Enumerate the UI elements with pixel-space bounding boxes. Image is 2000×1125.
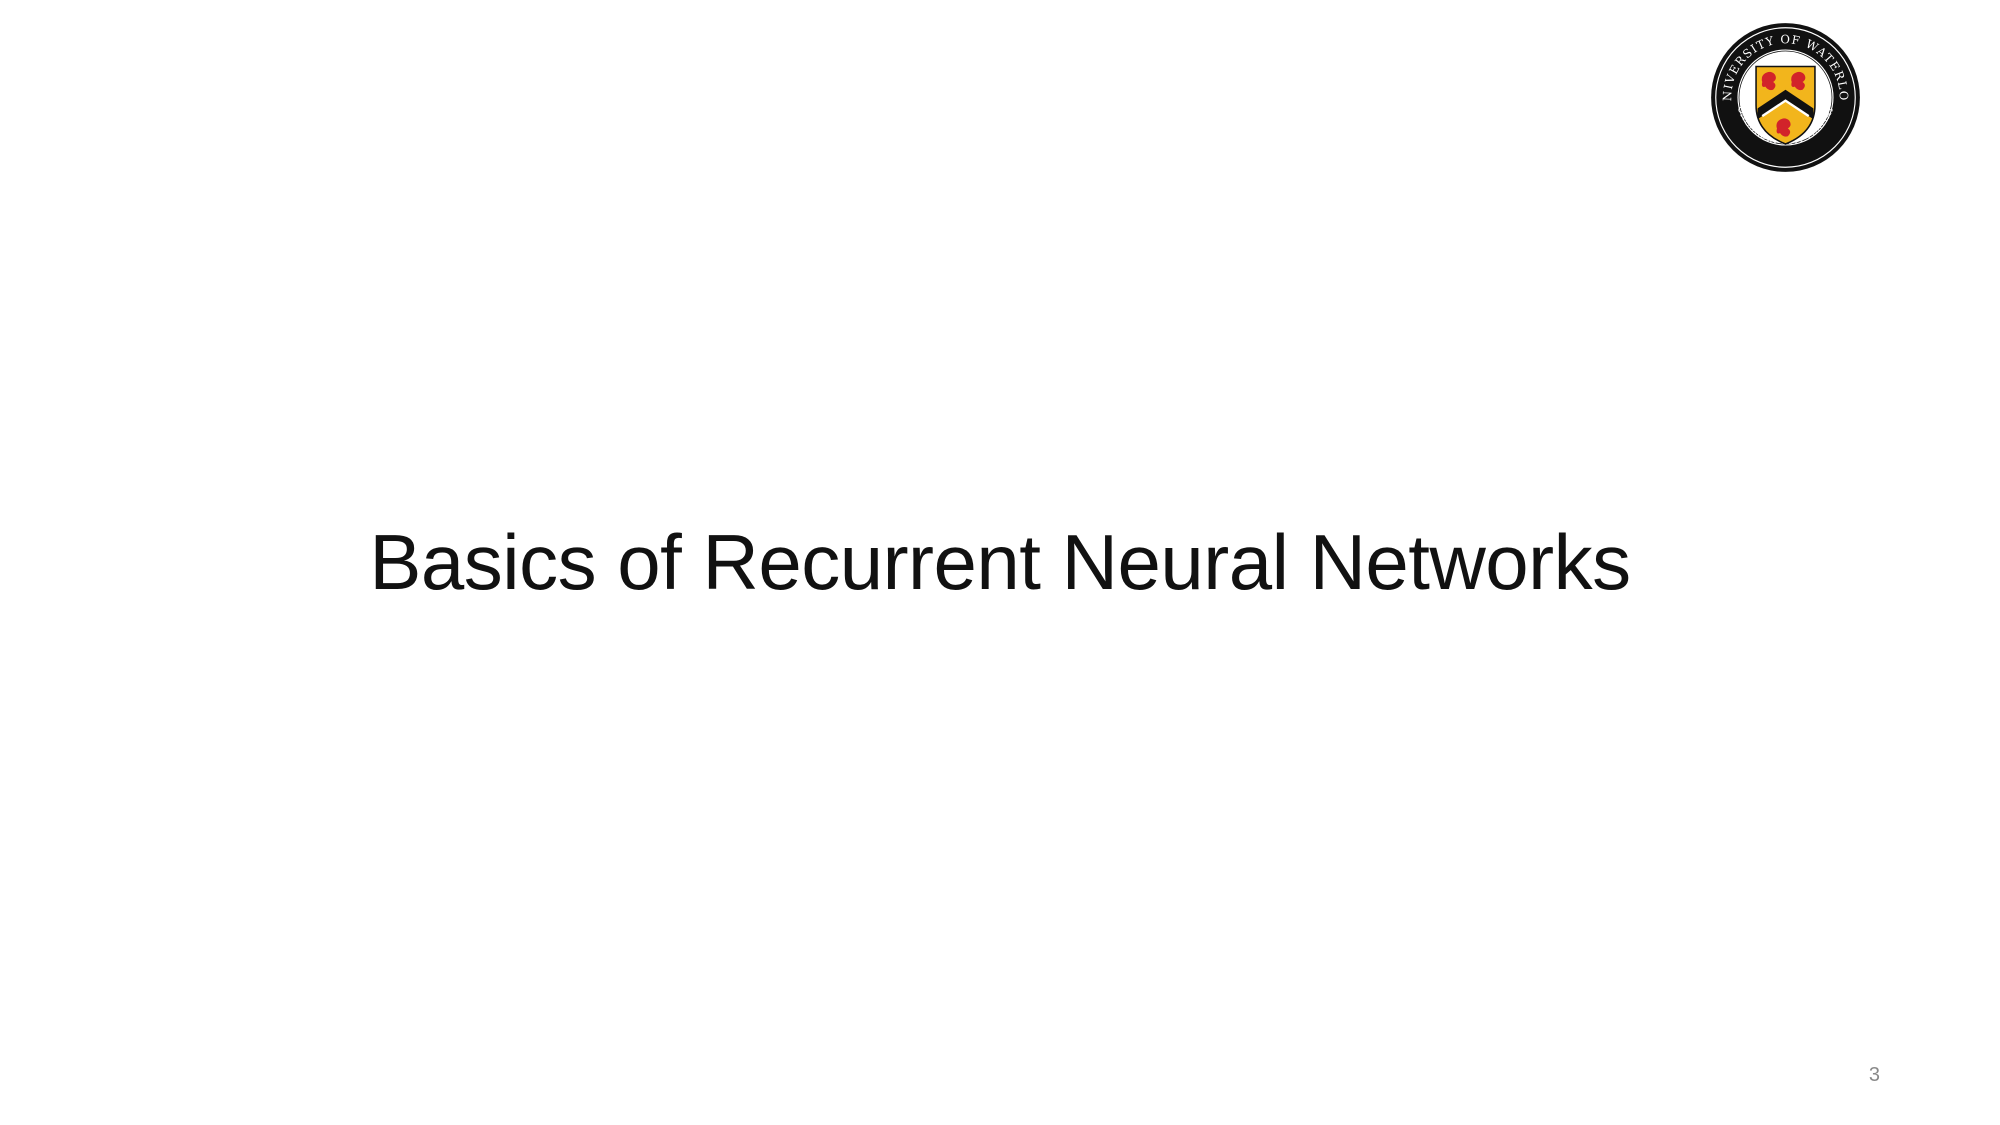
page-number: 3 bbox=[1868, 1064, 1880, 1086]
slide-title: Basics of Recurrent Neural Networks bbox=[369, 518, 1631, 606]
